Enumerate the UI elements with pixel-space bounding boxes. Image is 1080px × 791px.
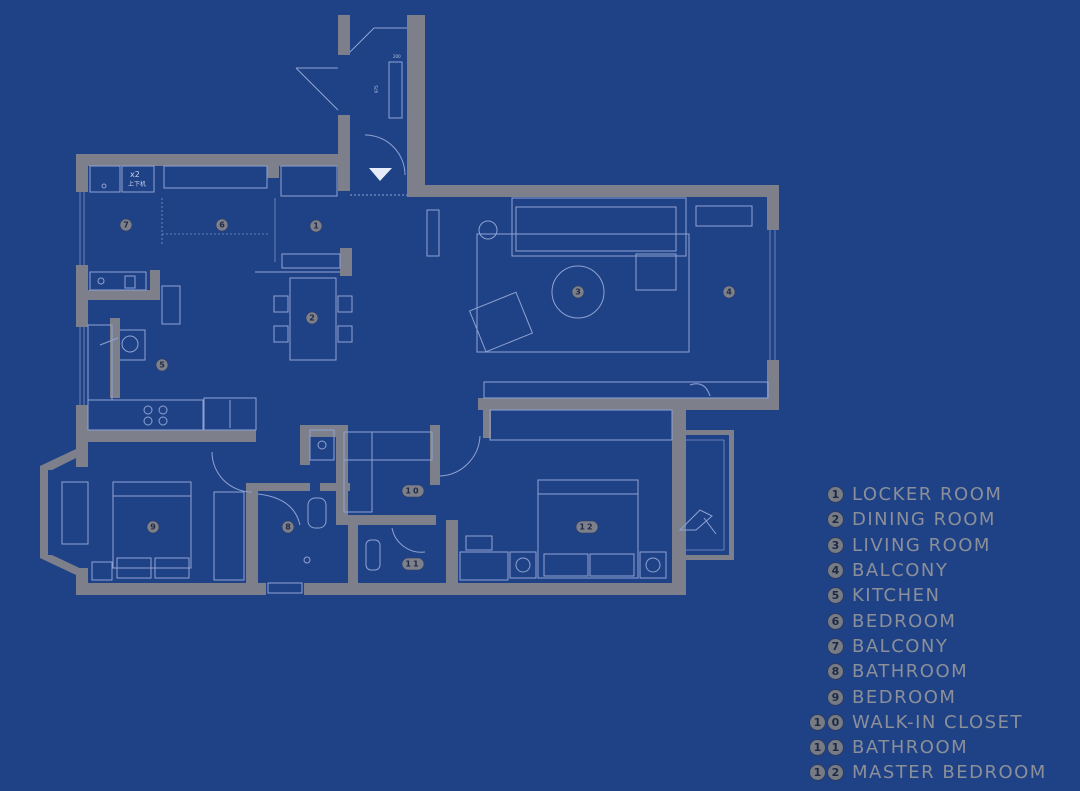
svg-text:1: 1 xyxy=(313,222,319,231)
master-bedroom-furniture xyxy=(459,479,717,581)
svg-text:11: 11 xyxy=(405,560,420,569)
legend-label: BALCONY xyxy=(852,635,949,657)
legend-label: BEDROOM xyxy=(852,610,957,632)
walk-in-furniture xyxy=(343,431,481,571)
legend-number-badges: 5 xyxy=(800,587,844,605)
number-badge: 1 xyxy=(809,739,826,757)
legend-number-badges: 1 xyxy=(800,486,844,504)
room-marker-11: 11 xyxy=(401,557,425,571)
legend-number-badges: 7 xyxy=(800,637,844,655)
svg-text:4: 4 xyxy=(726,288,732,297)
legend-number-badges: 3 xyxy=(800,536,844,554)
number-badge: 0 xyxy=(827,713,844,731)
legend-label: KITCHEN xyxy=(852,585,941,607)
legend-label: LIVING ROOM xyxy=(852,534,991,556)
legend-number-badges: 6 xyxy=(800,612,844,630)
legend-label: WALK-IN CLOSET xyxy=(852,711,1023,733)
number-badge: 1 xyxy=(809,713,826,731)
svg-text:3: 3 xyxy=(575,288,581,297)
room-marker-9: 9 xyxy=(146,520,160,534)
legend-number-badges: 2 xyxy=(800,511,844,529)
legend-item: 1 LOCKER ROOM xyxy=(800,482,1047,507)
living-furniture xyxy=(426,197,769,441)
svg-text:10: 10 xyxy=(405,487,420,496)
entrance-arrow-icon xyxy=(369,168,392,181)
legend-label: LOCKER ROOM xyxy=(852,484,1003,506)
top-rooms: x2 上下机 xyxy=(89,165,341,325)
svg-text:6: 6 xyxy=(219,221,225,230)
svg-text:8: 8 xyxy=(285,523,291,532)
legend-label: MASTER BEDROOM xyxy=(852,762,1047,784)
washer-label: x2 xyxy=(130,170,140,179)
room-marker-1: 1 xyxy=(309,219,323,233)
washer-sub-label: 上下机 xyxy=(128,180,146,188)
legend-number-badges: 8 xyxy=(800,663,844,681)
legend-label: BEDROOM xyxy=(852,686,957,708)
room-marker-8: 8 xyxy=(281,520,295,534)
number-badge: 1 xyxy=(827,739,844,757)
dining-furniture xyxy=(273,277,353,361)
windows xyxy=(79,192,776,551)
dim-label: 200 xyxy=(393,54,401,59)
room-marker-4: 4 xyxy=(722,285,736,299)
walls xyxy=(40,15,779,595)
legend-item: 3 LIVING ROOM xyxy=(800,533,1047,558)
dim-label: 975 xyxy=(374,85,379,93)
room-marker-6: 6 xyxy=(215,218,229,232)
number-badge: 5 xyxy=(827,587,844,605)
room-marker-10: 10 xyxy=(401,484,425,498)
legend-label: BALCONY xyxy=(852,560,949,582)
legend-number-badges: 9 xyxy=(800,688,844,706)
bedroom-9-furniture xyxy=(61,429,335,594)
number-badge: 4 xyxy=(827,562,844,580)
svg-text:5: 5 xyxy=(159,361,165,370)
room-marker-7: 7 xyxy=(119,218,133,232)
legend-item: 9 BEDROOM xyxy=(800,684,1047,709)
room-markers: 1 2 3 4 5 6 7 8 9 10 11 12 xyxy=(119,218,736,571)
legend-label: DINING ROOM xyxy=(852,509,996,531)
number-badge: 3 xyxy=(827,536,844,554)
legend-item: 5 KITCHEN xyxy=(800,583,1047,608)
kitchen-furniture xyxy=(87,324,257,431)
number-badge: 2 xyxy=(827,511,844,529)
number-badge: 9 xyxy=(827,688,844,706)
number-badge: 7 xyxy=(827,637,844,655)
room-marker-12: 12 xyxy=(575,520,599,534)
svg-text:7: 7 xyxy=(123,221,129,230)
entrance: 200 975 xyxy=(295,27,407,196)
svg-text:12: 12 xyxy=(579,523,594,532)
legend-item: 2 DINING ROOM xyxy=(800,507,1047,532)
number-badge: 1 xyxy=(827,486,844,504)
svg-text:2: 2 xyxy=(309,314,315,323)
room-marker-5: 5 xyxy=(155,358,169,372)
legend-item: 4 BALCONY xyxy=(800,558,1047,583)
svg-text:9: 9 xyxy=(150,523,156,532)
legend-label: BATHROOM xyxy=(852,661,969,683)
legend-item: 8 BATHROOM xyxy=(800,659,1047,684)
number-badge: 6 xyxy=(827,612,844,630)
legend-item: 7 BALCONY xyxy=(800,634,1047,659)
room-marker-2: 2 xyxy=(305,311,319,325)
legend-label: BATHROOM xyxy=(852,737,969,759)
number-badge: 2 xyxy=(827,764,844,782)
room-marker-3: 3 xyxy=(571,285,585,299)
number-badge: 8 xyxy=(827,663,844,681)
legend-number-badges: 4 xyxy=(800,562,844,580)
number-badge: 1 xyxy=(809,764,826,782)
legend-item: 6 BEDROOM xyxy=(800,608,1047,633)
